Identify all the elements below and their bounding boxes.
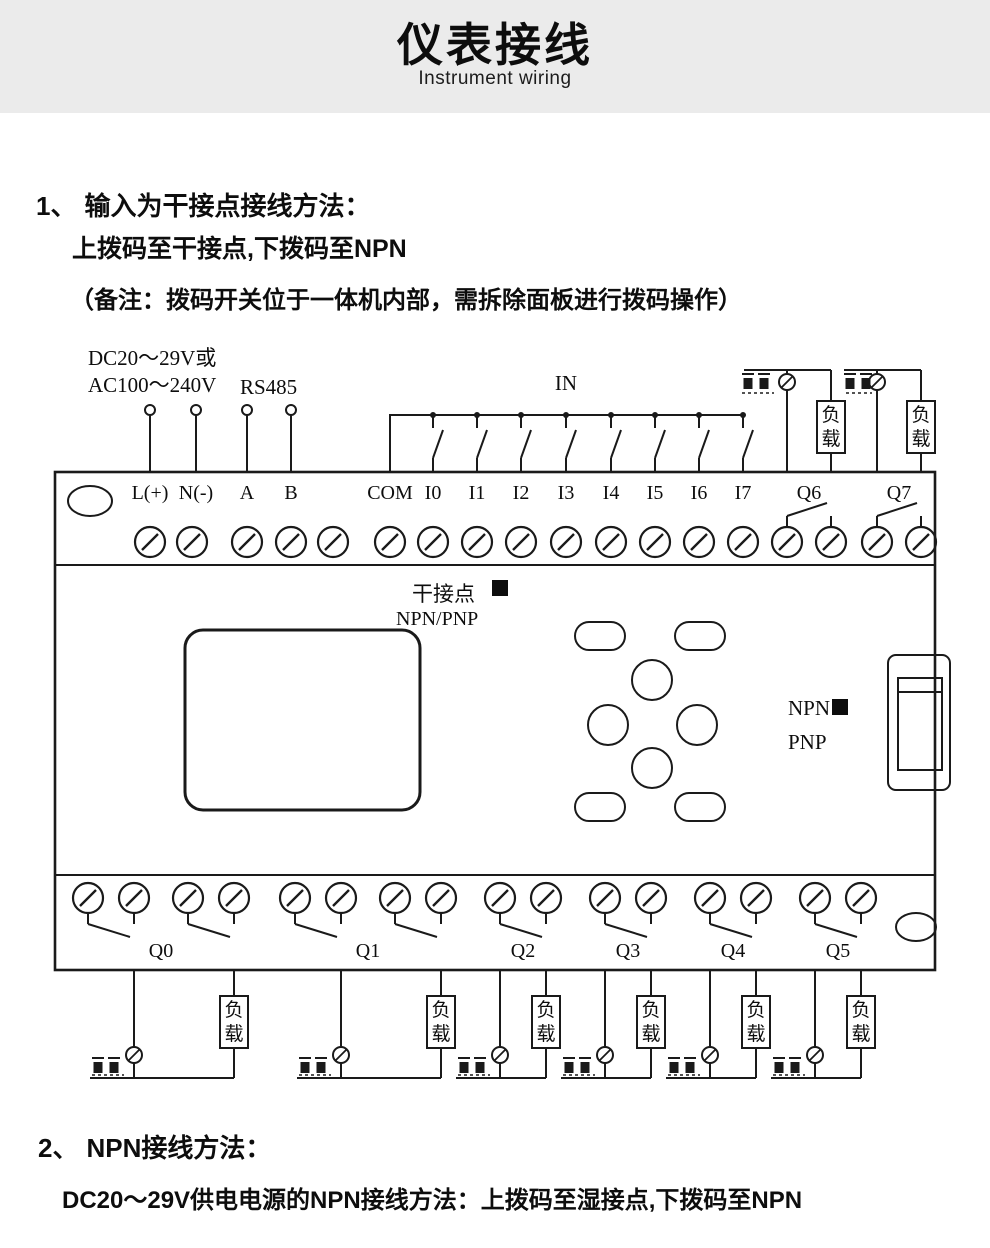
npn-pnp-label: NPN/PNP xyxy=(396,608,479,630)
top-terminal-screws xyxy=(133,502,938,559)
wiring-diagram-canvas xyxy=(53,369,951,1079)
section2-heading: 2、NPN接线方法： xyxy=(38,1128,271,1165)
output-label-q2: Q2 xyxy=(510,940,536,962)
section1-heading-text: 输入为干接点接线方法： xyxy=(84,191,371,221)
section2-number: 2、 xyxy=(38,1133,79,1163)
in-label: IN xyxy=(554,371,578,395)
keypad xyxy=(574,621,726,822)
terminal-label-i3: I3 xyxy=(557,482,575,504)
output-label-q3: Q3 xyxy=(615,940,641,962)
q6-load-circuit xyxy=(741,369,832,472)
output-label-q5: Q5 xyxy=(825,940,851,962)
terminal-label-n: N(-) xyxy=(178,482,214,504)
section2-heading-text: NPN接线方法： xyxy=(86,1133,272,1163)
page-subtitle: Instrument wiring xyxy=(418,68,572,89)
terminal-label-q6: Q6 xyxy=(796,482,822,504)
terminal-label-i7: I7 xyxy=(734,482,752,504)
terminal-label-b: B xyxy=(284,482,298,504)
section2-line1: DC20～29V供电电源的NPN接线方法：上拨码至湿接点,下拨码至NPN xyxy=(62,1187,803,1214)
load-box-q2: 负载 xyxy=(531,995,561,1049)
section1-note: （备注：拨码开关位于一体机内部，需拆除面板进行拨码操作） xyxy=(70,287,742,314)
in-bus-wires xyxy=(389,411,754,473)
header-banner: 仪表接线 Instrument wiring xyxy=(0,0,990,113)
output-label-q1: Q1 xyxy=(355,940,381,962)
output-contacts xyxy=(87,912,862,938)
terminal-label-i0: I0 xyxy=(424,482,442,504)
wiring-diagram: DC20～29V或 AC100～240V RS485 IN L(+) N(-) … xyxy=(0,340,990,1110)
rs485-label: RS485 xyxy=(240,375,298,399)
terminal-label-l: L(+) xyxy=(131,482,169,504)
load-box-q1: 负载 xyxy=(426,995,456,1049)
section1-number: 1、 xyxy=(36,191,77,221)
side-connector xyxy=(887,654,951,791)
terminal-label-i4: I4 xyxy=(602,482,620,504)
bottom-terminal-screws xyxy=(71,881,878,915)
terminal-label-i2: I2 xyxy=(512,482,530,504)
dry-contact-indicator-square xyxy=(492,580,508,596)
output-label-q4: Q4 xyxy=(720,940,746,962)
terminal-label-com: COM xyxy=(367,482,413,504)
q7-load-circuit xyxy=(843,369,922,472)
load-box-q3: 负载 xyxy=(636,995,666,1049)
power-supply-label-line2: AC100～240V xyxy=(88,373,217,397)
load-box-q4: 负载 xyxy=(741,995,771,1049)
output-label-q0: Q0 xyxy=(148,940,174,962)
terminal-label-i5: I5 xyxy=(646,482,664,504)
power-supply-label-line1: DC20～29V或 xyxy=(88,346,217,370)
section1-heading: 1、输入为干接点接线方法： xyxy=(36,186,370,223)
load-box-q6: 负载 xyxy=(816,400,846,454)
input-power-wires xyxy=(144,404,297,472)
terminal-label-q7: Q7 xyxy=(886,482,912,504)
terminal-label-a: A xyxy=(239,482,255,504)
load-box-q5: 负载 xyxy=(846,995,876,1049)
page-title: 仪表接线 xyxy=(397,19,593,71)
display-screen xyxy=(183,628,422,812)
load-box-q7: 负载 xyxy=(906,400,936,454)
device-outline xyxy=(53,470,937,972)
bottom-load-circuits xyxy=(90,970,862,1079)
section1-line1: 上拨码至干接点,下拨码至NPN xyxy=(72,235,407,263)
load-box-q0: 负载 xyxy=(219,995,249,1049)
terminal-label-i1: I1 xyxy=(468,482,486,504)
npn-indicator-square xyxy=(832,699,848,715)
dry-contact-label: 干接点 xyxy=(412,582,475,606)
pnp-label: PNP xyxy=(788,730,827,754)
npn-label: NPN xyxy=(788,696,831,720)
terminal-label-i6: I6 xyxy=(690,482,708,504)
